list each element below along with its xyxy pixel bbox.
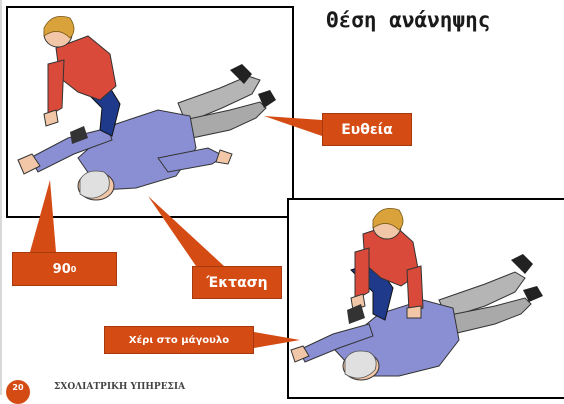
label-extension-text: Έκταση [206, 275, 267, 291]
page-number-badge: 20 [6, 380, 30, 404]
label-angle-degree: 0 [71, 265, 77, 274]
pointer-cheek [254, 332, 300, 348]
callout-pointers [0, 0, 564, 395]
pointer-90 [30, 180, 56, 252]
label-angle-value: 90 [53, 262, 71, 277]
slide: Θέση ανάνηψης [0, 0, 564, 395]
label-straight-text: Ευθεία [341, 122, 393, 138]
label-hand-on-cheek-text: Χέρι στο μάγουλο [129, 335, 229, 346]
label-hand-on-cheek: Χέρι στο μάγουλο [104, 326, 254, 354]
label-straight: Ευθεία [322, 113, 412, 146]
label-extension: Έκταση [192, 266, 282, 299]
pointer-extension [148, 196, 224, 266]
page-number: 20 [12, 383, 23, 392]
pointer-straight [264, 116, 322, 136]
footer-organization: ΣΧΟΛΙΑΤΡΙΚΗ ΥΠΗΡΕΣΙΑ [54, 382, 185, 392]
